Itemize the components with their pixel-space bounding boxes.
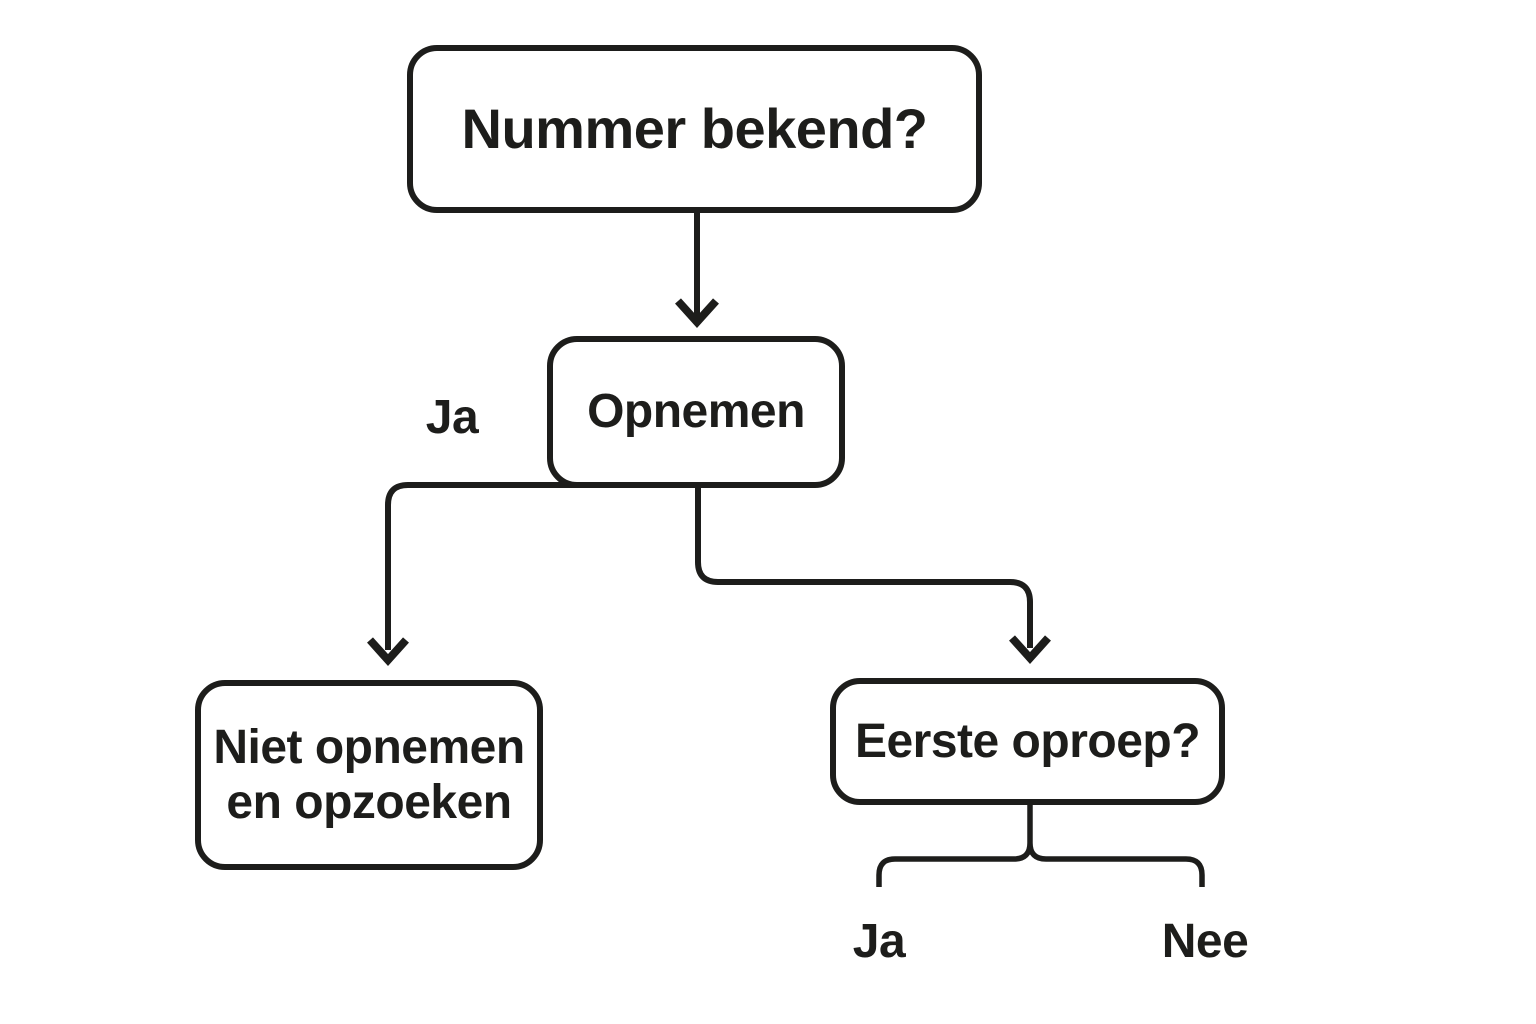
arrowhead-nummer-to-opnemen-icon [675,298,719,328]
edge-label-nee-eerste-oproep: Nee [1161,915,1249,968]
arrowhead-eerste-oproep-icon [1009,635,1051,664]
node-niet-opnemen-en-opzoeken: Niet opnemen en opzoeken [195,680,543,870]
connector-opnemen-to-eerste-oproep [695,485,1033,648]
brace-split-ja-nee [876,805,1205,887]
node-nummer-bekend: Nummer bekend? [407,45,982,213]
edge-label-ja-opnemen: Ja [425,391,479,444]
edge-label-ja-eerste-oproep: Ja [852,915,906,968]
node-eerste-oproep: Eerste oproep? [830,678,1225,805]
connector-opnemen-to-niet-opnemen [385,482,610,650]
node-opnemen: Opnemen [547,336,845,488]
arrowhead-niet-opnemen-icon [367,637,409,666]
